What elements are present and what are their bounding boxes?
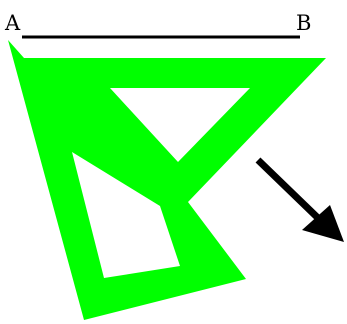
label-point-b: B bbox=[296, 11, 311, 35]
arrow-down-right-icon bbox=[255, 157, 344, 242]
set-square-triangle bbox=[8, 40, 326, 320]
label-point-a: A bbox=[4, 11, 21, 35]
